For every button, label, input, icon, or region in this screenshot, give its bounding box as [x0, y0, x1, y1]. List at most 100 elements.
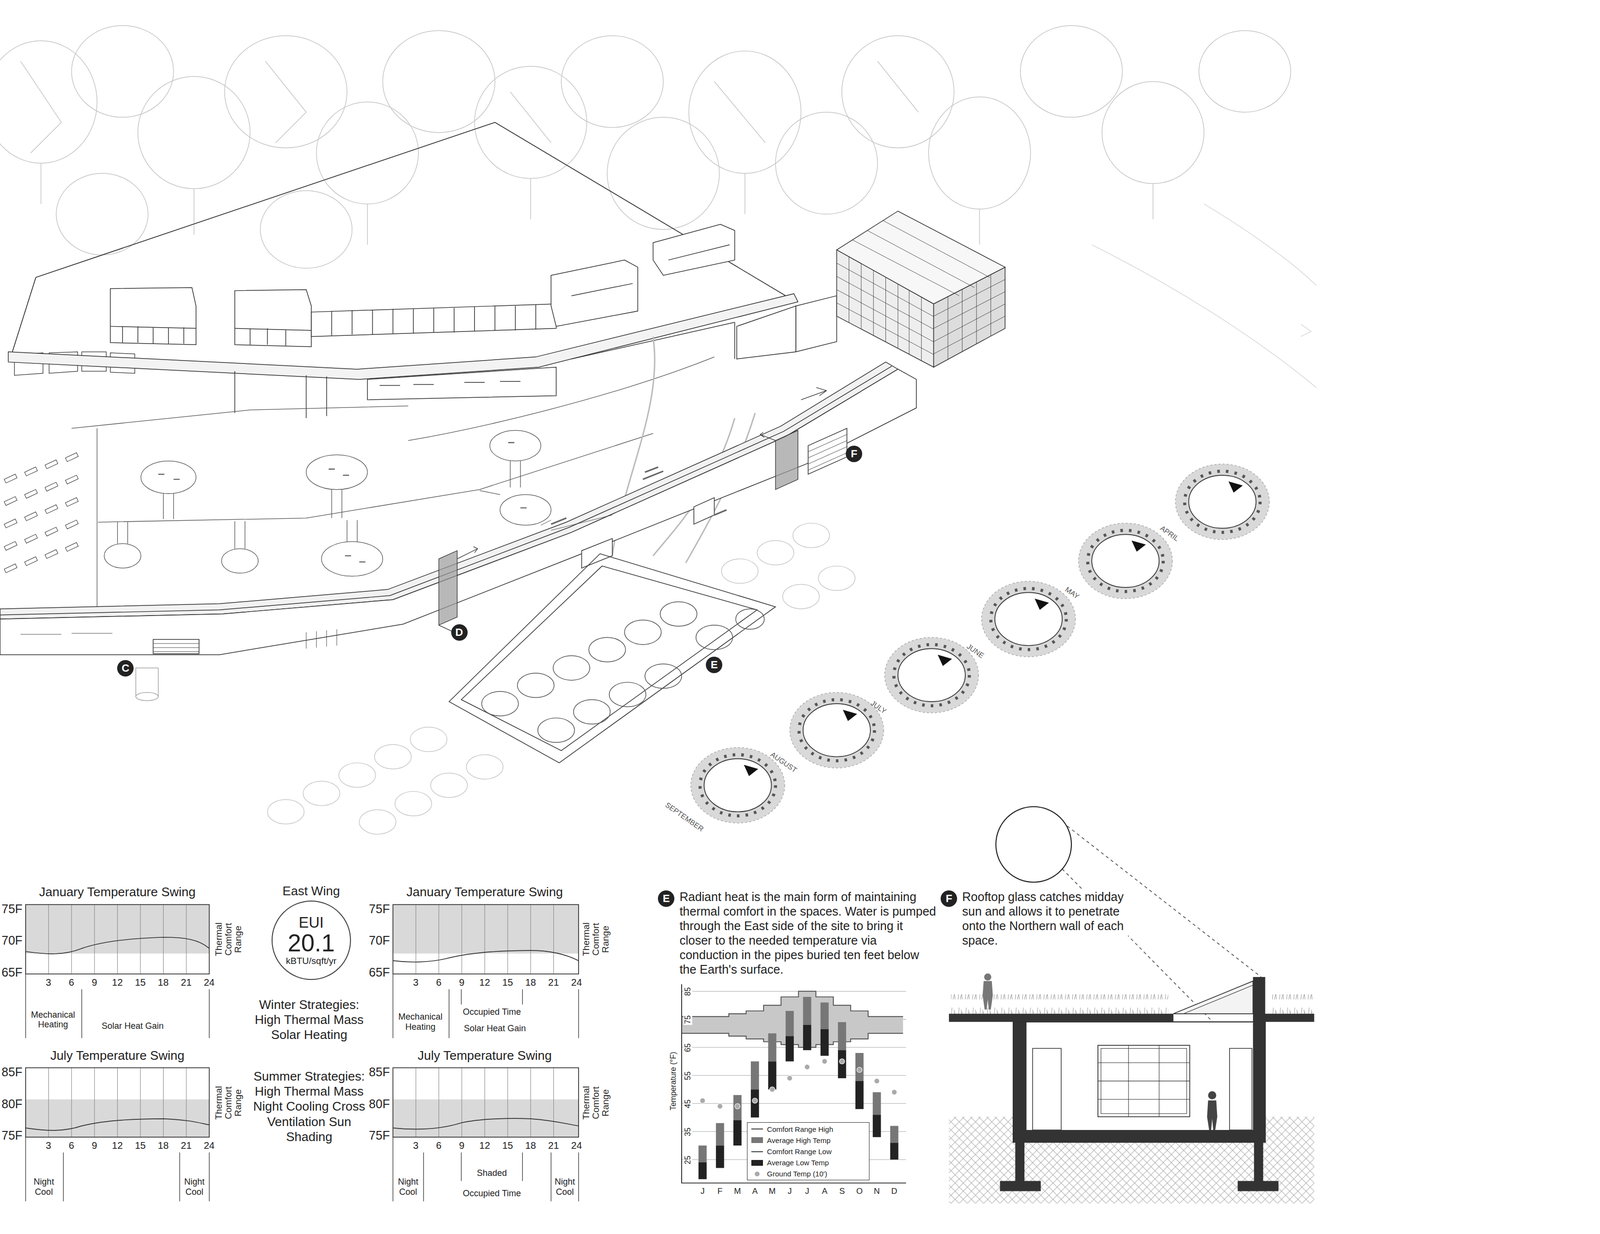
upper-buildings [110, 244, 730, 347]
glass-cube [836, 220, 1006, 361]
callout-number: C [117, 660, 134, 677]
callout-letter: D [455, 627, 464, 639]
axis-label: 70F [368, 933, 390, 948]
legend-text: Ground Temp (10') [766, 1170, 827, 1179]
geothermal-field [267, 799, 305, 825]
solar-field [24, 557, 38, 566]
geothermal-field [430, 773, 468, 798]
callout-letter: F [850, 448, 857, 460]
temperature-chart [393, 974, 580, 1039]
ground-temperature-chart [820, 1003, 829, 1030]
ground-temperature-chart [787, 1076, 793, 1082]
trees [775, 112, 878, 215]
building-section [1237, 1181, 1279, 1192]
trees [1199, 30, 1292, 113]
temperature-chart [25, 904, 210, 975]
solar-field [45, 482, 58, 492]
geothermal-field [660, 601, 698, 627]
section-marker [775, 430, 798, 490]
solar-field [45, 459, 58, 469]
geothermal-field [359, 809, 397, 835]
tick-label: 9 [91, 1140, 97, 1152]
axis-title: Thermal Comfort Range [213, 918, 244, 961]
geothermal-field [374, 744, 412, 770]
section-marker [760, 432, 776, 442]
ground-temperature-chart [717, 1104, 723, 1110]
tick-label: 15 [135, 1140, 146, 1152]
ground-temperature-chart [768, 1061, 777, 1090]
ground-temperature-chart [785, 1036, 794, 1062]
callout-letter: E [662, 893, 671, 905]
temperature-chart [25, 904, 579, 1202]
building-section [1097, 1045, 1190, 1118]
tick-label: 12 [479, 976, 490, 989]
tick-label: 55 [683, 1070, 692, 1082]
geothermal-field [757, 540, 794, 566]
temperature-chart [415, 904, 554, 975]
geothermal-field [481, 691, 519, 717]
trees [382, 30, 496, 133]
temperature-chart [48, 904, 187, 975]
ground-temperature-chart [855, 1081, 864, 1110]
temperature-chart [25, 904, 210, 975]
lawn-and-plazas [71, 357, 715, 613]
building-section [1000, 1181, 1041, 1192]
eui-text: EUI [298, 915, 324, 932]
lawn-and-plazas [500, 494, 551, 526]
building-section [1173, 981, 1253, 1014]
geothermal-field [537, 718, 575, 744]
solar-field [4, 563, 17, 573]
tick-label: 24 [571, 976, 582, 989]
tick-label: 12 [111, 976, 123, 989]
ground-temperature-chart [891, 1090, 898, 1096]
month-tick: A [822, 1187, 828, 1197]
month-tick: M [733, 1187, 741, 1197]
legend-row: Average High Temp [751, 1135, 831, 1146]
lawn-and-plazas [158, 442, 527, 563]
lawn-and-plazas [306, 455, 368, 490]
main-building [20, 629, 337, 652]
ground-temperature-chart [803, 1025, 812, 1051]
geothermal-field [449, 553, 776, 763]
temperature-chart [393, 904, 580, 954]
month-tick: N [873, 1187, 880, 1197]
lawn-and-plazas [489, 430, 541, 461]
ground-temperature-chart [803, 997, 812, 1026]
temperature-chart [415, 1067, 554, 1138]
ground-temperature-chart [820, 1029, 829, 1057]
main-building [693, 497, 715, 525]
ground-temperature-chart [872, 1092, 882, 1115]
site-outline [35, 122, 786, 296]
axis-title: Temperature (°F) [669, 1052, 678, 1112]
upper-buildings [653, 224, 735, 276]
geothermal-field [624, 620, 662, 645]
temperature-chart [25, 974, 210, 1039]
ground-temperature-chart [681, 984, 907, 1184]
tick-label: 12 [479, 1140, 490, 1152]
temperature-chart [25, 1137, 210, 1203]
tick-label: 25 [683, 1155, 692, 1166]
building-section [1253, 1142, 1264, 1184]
legend-swatch [751, 1137, 763, 1144]
geothermal-field [588, 637, 626, 663]
tick-label: 9 [458, 976, 465, 989]
temperature-chart [25, 937, 210, 955]
sun-dials [789, 692, 884, 769]
month-tick: J [787, 1187, 793, 1197]
annotation: Occupied Time [462, 1007, 521, 1018]
solar-field [4, 453, 79, 574]
ground-temperature-chart [700, 1098, 706, 1104]
building-section [982, 981, 993, 1010]
ground-temperature-chart [785, 1011, 794, 1037]
annotation: Night Cool [181, 1177, 207, 1198]
tick-label: 21 [548, 976, 559, 989]
lawn-and-plazas [140, 461, 197, 494]
month-tick: F [717, 1187, 723, 1197]
description: Rooftop glass catches midday sun and all… [961, 889, 1128, 948]
middle-building [234, 322, 735, 419]
solar-field [24, 467, 38, 476]
axis-label: 85F [368, 1065, 390, 1080]
ground-temperature-chart [750, 1061, 760, 1090]
tick-label: 18 [157, 1140, 169, 1152]
trees [688, 50, 802, 174]
